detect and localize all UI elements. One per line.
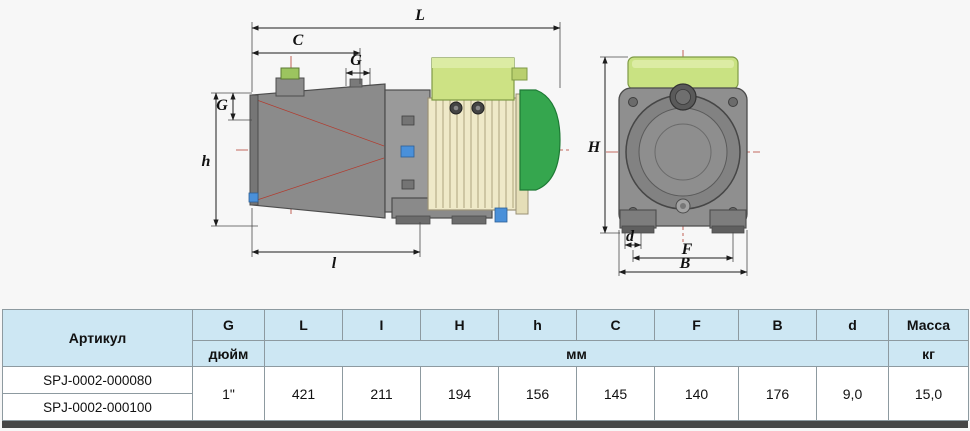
spec-table: Артикул G L I H h C F B d Масса дюйм мм …: [2, 309, 969, 421]
col-header-B: B: [738, 309, 817, 341]
col-header-I: I: [342, 309, 421, 341]
col-header-C: C: [576, 309, 655, 341]
motor-body: [427, 97, 519, 211]
col-header-massa: Масса: [888, 309, 969, 341]
drain-plug-left: [248, 192, 259, 203]
col-header-H: H: [420, 309, 499, 341]
value-massa: 15,0: [888, 366, 969, 421]
dimension-lines: L C G G h: [202, 7, 748, 276]
value-G: 1": [192, 366, 265, 421]
dim-label-F: F: [681, 241, 693, 258]
col-header-L: L: [264, 309, 343, 341]
dim-label-G-top: G: [350, 52, 362, 69]
value-H: 194: [420, 366, 499, 421]
value-I: 211: [342, 366, 421, 421]
col-header-d: d: [816, 309, 889, 341]
col-header-F: F: [654, 309, 739, 341]
dim-label-L: L: [414, 7, 425, 24]
pump-side-view: [248, 57, 561, 225]
dim-label-G-left: G: [216, 97, 228, 114]
dim-label-B: B: [679, 255, 691, 272]
dim-label-h: h: [202, 153, 211, 170]
fill-plug: [400, 145, 415, 158]
table-units-row: дюйм мм кг: [3, 340, 969, 367]
pump-front-view: [618, 56, 748, 234]
dim-label-l: l: [332, 255, 337, 272]
value-h: 156: [498, 366, 577, 421]
motor-fins: [435, 100, 514, 208]
value-B: 176: [738, 366, 817, 421]
value-d: 9,0: [816, 366, 889, 421]
col-header-h: h: [498, 309, 577, 341]
unit-mm: мм: [264, 340, 889, 367]
value-C: 145: [576, 366, 655, 421]
dim-label-H: H: [587, 139, 601, 156]
table-header-row: Артикул G L I H h C F B d Масса: [2, 309, 969, 367]
suction-port: [275, 77, 305, 97]
col-header-artikul: Артикул: [2, 309, 193, 367]
article-2: SPJ-0002-000100: [2, 393, 193, 421]
table-row: SPJ-0002-000100: [2, 393, 969, 421]
dim-label-d: d: [626, 228, 635, 245]
unit-inch: дюйм: [192, 340, 265, 367]
col-header-G: G: [192, 309, 265, 341]
front-foot-left: [619, 209, 657, 229]
pump-drawing-svg: L C G G h: [202, 7, 760, 276]
article-1: SPJ-0002-000080: [2, 366, 193, 394]
bottom-bar: [2, 421, 968, 428]
value-F: 140: [654, 366, 739, 421]
front-foot-right: [709, 209, 747, 229]
value-L: 421: [264, 366, 343, 421]
technical-drawing: L C G G h: [202, 7, 760, 276]
pump-casing: [251, 83, 386, 219]
ejector-nose: [519, 89, 561, 191]
unit-kg: кг: [888, 340, 969, 367]
table-row: SPJ-0002-000080 1" 421 211 194 156 145 1…: [2, 366, 969, 421]
dim-label-C: C: [293, 32, 304, 49]
port-cap: [280, 67, 300, 80]
drain-plug-motor: [494, 207, 508, 223]
